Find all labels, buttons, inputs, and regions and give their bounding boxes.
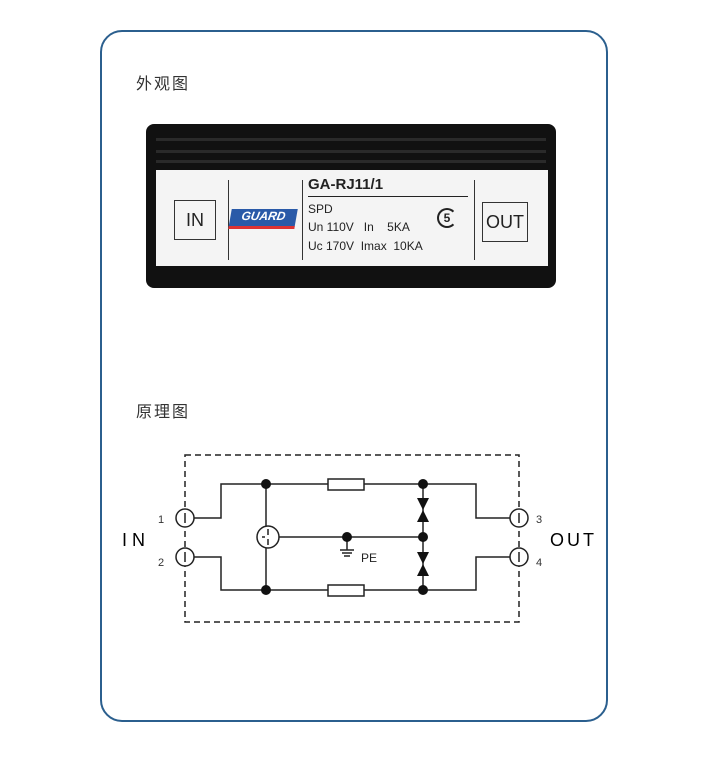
gas-discharge-tube: [256, 525, 280, 549]
spec-line-1: Un 110V In 5KA: [308, 220, 410, 234]
spec-line-2: Uc 170V Imax 10KA: [308, 239, 423, 253]
pe-label: PE: [361, 551, 377, 565]
tvs-diode-top: [417, 498, 429, 522]
label-in: IN: [174, 200, 216, 240]
label-out: OUT: [482, 202, 528, 242]
schematic-heading: 原理图: [136, 402, 191, 421]
product-label: IN GUARD GA-RJ11/1 SPD Un 110V In 5KA Uc…: [156, 170, 548, 266]
content-card: [100, 30, 608, 722]
cert-mark-icon: 5: [437, 208, 457, 228]
circuit-out-label: OUT: [550, 530, 597, 550]
appearance-heading: 外观图: [136, 74, 191, 93]
enclosure-outline: [184, 454, 520, 623]
pin-3-label: 3: [536, 514, 542, 526]
resistor-bottom: [327, 584, 365, 597]
circuit-in-label: IN: [122, 530, 150, 550]
pin-2-label: 2: [158, 557, 164, 569]
model-number: GA-RJ11/1: [308, 176, 384, 193]
pin-4-label: 4: [536, 557, 542, 569]
resistor-top: [327, 478, 365, 491]
pin-1-label: 1: [158, 514, 164, 526]
spd-text: SPD: [308, 202, 333, 216]
tvs-diode-bottom: [417, 552, 429, 576]
